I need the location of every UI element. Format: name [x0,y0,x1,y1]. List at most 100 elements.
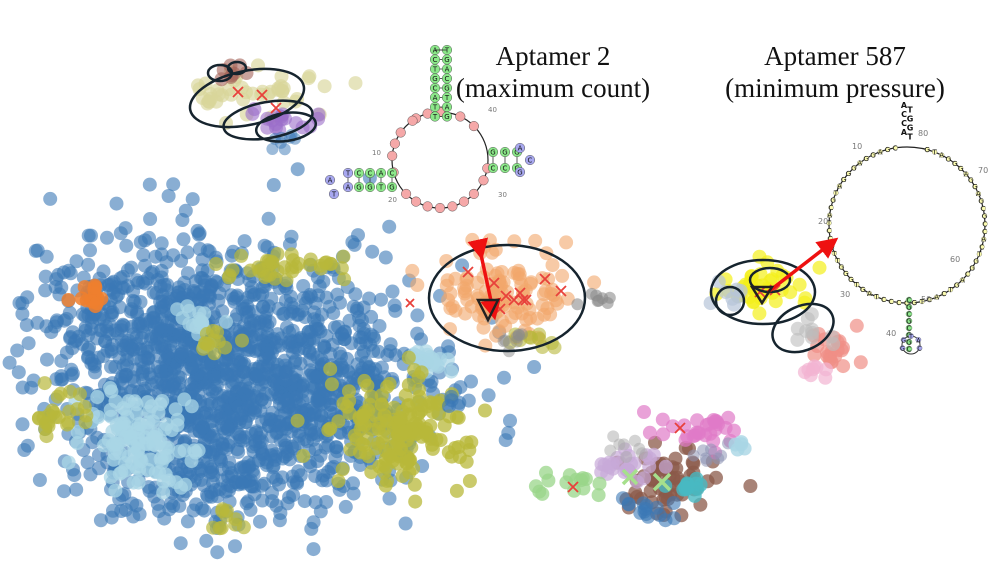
scatter-point [172,498,187,513]
scatter-point [407,477,422,492]
nucleotide-letter: A [857,159,862,167]
nucleotide [976,251,982,257]
nucleotide-letter: T [854,281,860,289]
nucleotide-letter: A [462,0,467,2]
nucleotide [979,244,985,250]
nucleotide-letter: C [827,227,832,235]
nucleotide-letter: A [830,243,835,251]
nucleotide [836,183,843,189]
nucleotide [952,160,958,166]
nucleotide [455,111,466,122]
scatter-point [457,286,472,301]
nucleotide [854,282,860,288]
scatter-point [337,272,352,287]
nucleotide-letter: C [433,85,438,93]
scatter-point [655,412,670,427]
nucleotide-letter: C [829,204,834,212]
position-label: 40 [488,106,497,114]
scatter-point [184,399,199,414]
scatter-point [448,271,463,286]
nucleotide-letter: C [896,299,901,307]
position-label: 10 [372,149,381,157]
cross-marker [674,422,686,434]
scatter-point [633,505,648,520]
scatter-point [215,304,230,319]
scatter-point [253,514,267,529]
scatter-point [121,394,136,409]
nucleotide-letter: G [952,160,957,168]
nucleotide-letter: C [904,300,909,308]
scatter-point [705,443,717,456]
cross-marker [405,298,415,308]
scatter-point [74,291,89,306]
scatter-point [104,384,119,399]
nucleotide [447,201,458,212]
nucleotide-letter: G [900,346,905,353]
nucleotide-letter: G [517,169,522,177]
nucleotide [459,196,470,207]
scatter-point [668,451,683,466]
scatter-point [218,340,233,355]
scatter-point [658,459,673,474]
nucleotide-letter: G [958,165,963,173]
scatter-point [656,427,671,442]
scatter-point [374,292,388,307]
scatter-point [347,237,362,252]
scatter-point [348,76,363,91]
scatter-point [112,446,127,461]
arrows [467,237,839,323]
nucleotide [905,303,913,311]
scatter-point [481,388,496,403]
scatter-point [157,278,172,292]
scatter-point [235,476,250,491]
scatter-point [96,264,111,279]
scatter-point [199,326,214,341]
cross-marker [567,481,579,493]
scatter-point [478,403,492,418]
scatter-point [84,321,99,336]
nucleotide [387,181,398,192]
nucleotide [826,220,832,226]
nucleotide-letter: G [982,213,987,221]
scatter-point [537,307,552,322]
scatter-point [166,177,181,192]
scatter-point [222,455,237,470]
scatter-point [187,423,202,438]
scatter-point [752,306,767,321]
nucleotide [860,286,866,292]
scatter-point [402,453,417,468]
nucleotide [926,297,933,303]
scatter-point [376,458,391,473]
nucleotide-letter: A [827,212,832,220]
scatter-point [159,417,174,432]
scatter-point [677,418,692,433]
nucleotide-letter: T [432,113,438,121]
nucleotide-letter: C [503,165,508,173]
scatter-point [168,402,183,417]
scatter-point [458,306,473,321]
scatter-point [340,351,354,366]
scatter-point [290,413,305,428]
nucleotide [401,188,412,199]
scatter-point [527,360,542,374]
nucleotide [833,190,839,196]
nucleotide-letter: A [934,294,939,302]
scatter-point [81,257,96,272]
nucleotide-letter: C [941,290,946,298]
scatter-point [464,374,478,389]
nucleotide [981,213,988,219]
scatter-point [678,432,693,447]
scatter-point [528,233,543,248]
nucleotide-letter: C [981,205,986,213]
scatter-point [192,241,207,256]
scatter-point [148,249,163,264]
nucleotide-letter: T [480,0,486,2]
scatter-point [155,294,170,309]
nucleotide-letter: T [947,286,953,294]
scatter-point [200,488,214,502]
cross-marker [232,86,244,98]
scatter-point [124,260,139,275]
scatter-point [292,428,306,443]
nucleotide [954,282,960,288]
scatter-point [378,478,393,493]
